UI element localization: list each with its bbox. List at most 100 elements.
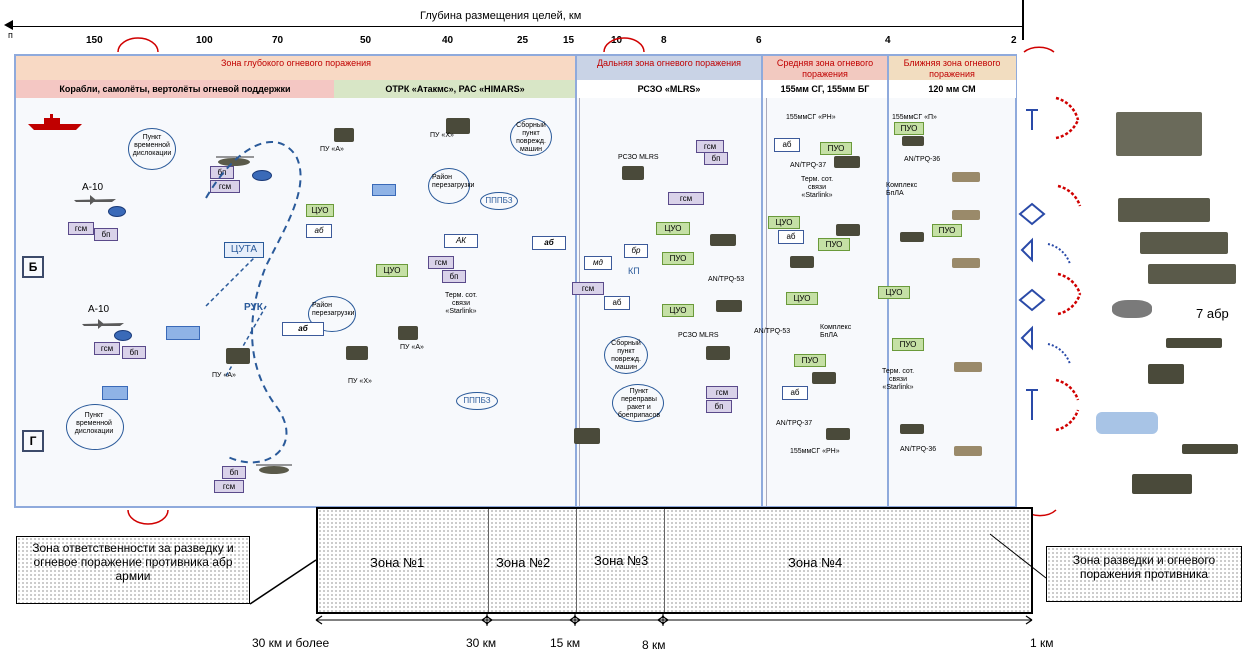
radar-truck-icon bbox=[1116, 112, 1202, 156]
responsibility-callout: Зона ответственности за разведку и огнев… bbox=[16, 536, 250, 604]
zones-strip: Зона №1 Зона №2 Зона №3 Зона №4 bbox=[316, 507, 1033, 614]
uav-icon-2 bbox=[1096, 412, 1158, 434]
zone-sep-2 bbox=[576, 509, 577, 612]
ammo-box-5: бп bbox=[222, 466, 246, 479]
mortar-icon-8 bbox=[954, 446, 982, 456]
depth-axis-line bbox=[10, 26, 1022, 27]
sph-icon-6 bbox=[812, 372, 836, 384]
reload-label-1: Район перезагрузки bbox=[432, 174, 475, 189]
zone-far-label: Дальняя зона огневого поражения bbox=[596, 58, 742, 68]
tick-40: 40 bbox=[442, 35, 454, 46]
ab-box-7: аб bbox=[782, 386, 808, 400]
zone-near-label: Ближняя зона огневого поражения bbox=[903, 58, 1001, 79]
otrk-subheader: ОТРК «Атакмс», РАС «HIMARS» bbox=[334, 80, 576, 98]
tick-150: 150 bbox=[86, 35, 103, 46]
zone-divider-1 bbox=[575, 56, 577, 506]
ammo-box-7: бп bbox=[706, 400, 732, 413]
tick-6: 6 bbox=[756, 35, 762, 46]
fuel-box-5: гсм bbox=[214, 480, 244, 493]
ammo-box-4: бп bbox=[442, 270, 466, 283]
tick-100: 100 bbox=[196, 35, 213, 46]
sph-right-icon-1 bbox=[1118, 198, 1210, 222]
mortar-icon-6 bbox=[954, 362, 982, 372]
mlrs-label-2: РСЗО MLRS bbox=[678, 332, 719, 339]
sg-subheader: 155мм СГ, 155мм БГ bbox=[762, 80, 888, 98]
launcher-icon-2 bbox=[226, 348, 250, 364]
reconnaissance-fans bbox=[1018, 96, 1082, 432]
mortar-icon-5 bbox=[952, 258, 980, 268]
thin-line-b bbox=[766, 98, 767, 506]
collect-label-1: Сборный пункт поврежд. машин bbox=[516, 122, 546, 153]
ammo-box-2: бп bbox=[122, 346, 146, 359]
fuel-box-7: гсм bbox=[668, 192, 704, 205]
starlink-label-2: Терм. сот. связи «Starlink» bbox=[800, 176, 834, 199]
sector-b-label: Б bbox=[22, 256, 44, 278]
radar-station-icon-2 bbox=[372, 184, 396, 196]
ab-box-4: аб bbox=[604, 296, 630, 310]
sg-pn-label-1: 155ммСГ «РН» bbox=[786, 114, 836, 121]
zone-near-header: Ближняя зона огневого поражения bbox=[888, 56, 1016, 80]
warship-icon bbox=[28, 114, 82, 130]
a10-label-1: А-10 bbox=[82, 182, 104, 193]
puo-box-5: ПУО bbox=[794, 354, 826, 367]
launcher-icon-3 bbox=[398, 326, 418, 340]
zone-far-header: Дальняя зона огневого поражения bbox=[576, 56, 762, 80]
uav-icon-1 bbox=[1112, 300, 1152, 318]
crossing-label: Пункт переправы ракет и боеприпасов bbox=[617, 388, 661, 419]
ammo-box-3: бп bbox=[210, 166, 234, 179]
unit-ellipse-icon bbox=[108, 206, 126, 217]
zone-divider-3 bbox=[887, 56, 889, 506]
puo-box-7: ПУО bbox=[932, 224, 962, 237]
pppbz-badge-2: ПППБЗ bbox=[456, 392, 498, 410]
collect-label-2: Сборный пункт поврежд. машин bbox=[611, 340, 641, 371]
zone-sep-1 bbox=[488, 509, 489, 612]
radar-unit-icon bbox=[102, 386, 128, 400]
puo-box-2: ПУО bbox=[662, 252, 694, 265]
sph-icon-2 bbox=[716, 300, 742, 312]
pvd-circle-2 bbox=[66, 404, 124, 450]
puo-box-4: ПУО bbox=[818, 238, 850, 251]
zone-mid-label: Средняя зона огневого поражения bbox=[776, 58, 874, 79]
pu-a-label-2: ПУ «А» bbox=[212, 372, 236, 379]
fuel-box-2: гсм bbox=[94, 342, 120, 355]
radar-station-icon bbox=[166, 326, 200, 340]
zone-boundary-arcs-top bbox=[117, 37, 1055, 53]
fuel-box: гсм bbox=[68, 222, 94, 235]
puo-box-6: ПУО bbox=[894, 122, 924, 135]
axis-left-mark: п bbox=[8, 30, 13, 40]
pu-a-label-3: ПУ «А» bbox=[400, 344, 424, 351]
tick-25: 25 bbox=[517, 35, 529, 46]
mlrs-subheader: РСЗО «MLRS» bbox=[576, 80, 762, 98]
distance-15: 15 км bbox=[550, 636, 581, 650]
collect-circle-2 bbox=[604, 336, 648, 374]
collect-circle-1 bbox=[510, 118, 552, 156]
sph-right-icon-3 bbox=[1148, 264, 1236, 284]
md-box: мд bbox=[584, 256, 612, 270]
an53-label-1: AN/TPQ-53 bbox=[708, 276, 745, 283]
mlrs-label-1: РСЗО MLRS bbox=[618, 154, 659, 161]
unit-ellipse-icon-3 bbox=[252, 170, 272, 181]
ak-box: АК bbox=[444, 234, 478, 248]
launcher-icon-4 bbox=[574, 428, 600, 444]
tick-10: 10 bbox=[611, 35, 623, 46]
tick-15: 15 bbox=[563, 35, 575, 46]
zone-divider-2 bbox=[761, 56, 763, 506]
a10-aircraft-icon-2 bbox=[82, 319, 124, 329]
mlrs-launcher-icon-2 bbox=[706, 346, 730, 360]
ab-box-5: аб bbox=[774, 138, 800, 152]
sph-icon-3 bbox=[834, 156, 860, 168]
an37-label-1: AN/TPQ-37 bbox=[790, 162, 827, 169]
distance-30plus: 30 км и более bbox=[252, 636, 330, 650]
zone-mid-header: Средняя зона огневого поражения bbox=[762, 56, 888, 80]
sg-p-label: 155ммСГ «П» bbox=[892, 114, 937, 121]
fuel-box-8: гсм bbox=[572, 282, 604, 295]
puo-box-3: ПУО bbox=[820, 142, 852, 155]
ab-box-6: аб bbox=[778, 230, 804, 244]
fuel-box-3: гсм bbox=[210, 180, 240, 193]
zone-3-label: Зона №3 bbox=[594, 553, 649, 568]
zone-sep-3 bbox=[664, 509, 665, 612]
tsuo-box-4: ЦУО bbox=[768, 216, 800, 229]
pu-h-label-1: ПУ «Х» bbox=[430, 132, 454, 139]
ab-box-1: аб bbox=[306, 224, 332, 238]
zone-deep-label: Зона глубокого огневого поражения bbox=[221, 58, 371, 68]
